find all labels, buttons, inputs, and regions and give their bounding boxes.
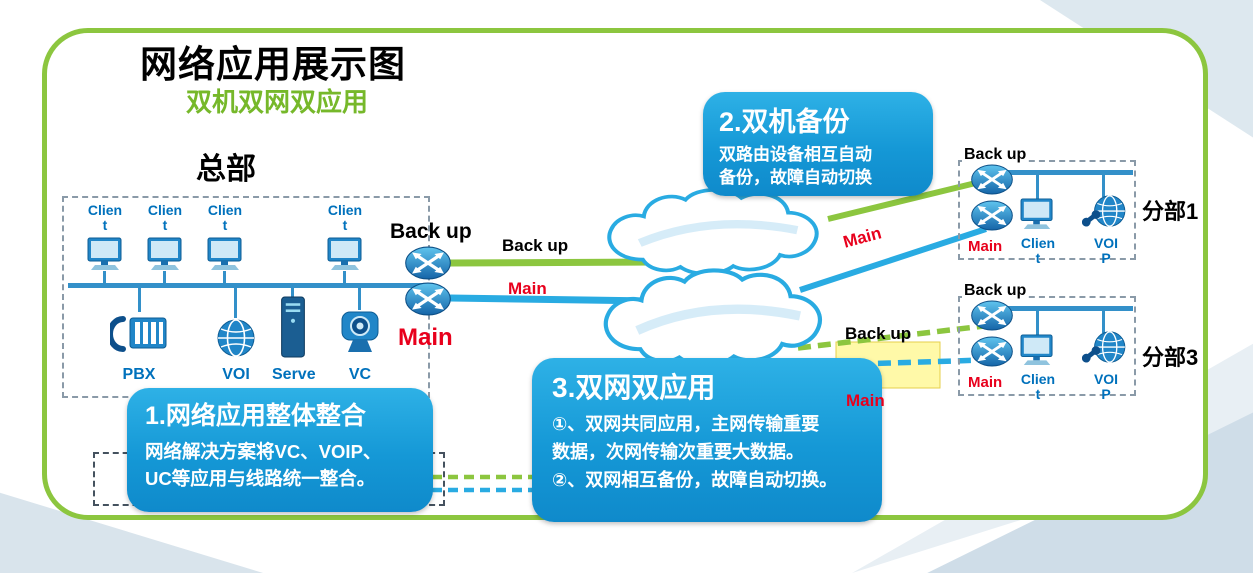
hq-backup-router-label: Back up [390, 220, 472, 243]
hq-main-line [449, 294, 651, 305]
branch3-voip-phone-icon [1081, 330, 1126, 366]
hq-backup-router-icon [404, 246, 452, 280]
branch3-main-router-label: Main [968, 374, 1003, 391]
branch3-main-router-icon [970, 336, 1014, 367]
page-title: 网络应用展示图 [140, 44, 406, 85]
headquarters-title: 总部 [196, 153, 256, 186]
hq-backup-line [449, 258, 656, 267]
server-label: Serve [272, 366, 316, 383]
branch1-client-computer-icon [1018, 198, 1056, 230]
branch1-main-line [799, 226, 987, 293]
backup-link-label: Back up [502, 236, 569, 255]
hq-lan-bus [68, 283, 424, 288]
cloud-shape [594, 186, 838, 278]
callout-1-integration: 1.网络应用整体整合 网络解决方案将VC、VOIP、 UC等应用与线路统一整合。 [127, 388, 433, 512]
branch3-lan-bus [993, 306, 1133, 311]
branch1-box [958, 160, 1136, 260]
callout-title: 1.网络应用整体整合 [145, 402, 366, 430]
branch1-main-router-label: Main [968, 238, 1003, 255]
branch3-backup-dashed-line [797, 323, 985, 351]
connector-line [138, 288, 141, 312]
main-link-label: Main [508, 279, 547, 298]
pbx-label: PBX [122, 366, 156, 383]
connector-line [291, 288, 294, 298]
branch1-name: 分部1 [1142, 199, 1199, 224]
connector-line [1102, 175, 1105, 197]
connector-line [223, 271, 226, 285]
branch3-client-computer-icon [1018, 334, 1056, 366]
callout-2-dual-router-backup: 2.双机备份 双路由设备相互自动 备份，故障自动切换 [703, 92, 933, 196]
branch1-backup-label: Back up [962, 146, 1029, 164]
video-camera-icon [336, 310, 384, 354]
client-computer-icon [85, 237, 125, 271]
branch3-backup-router-icon [970, 300, 1014, 331]
voip-label: VOI [222, 366, 250, 383]
connector-line [358, 288, 361, 310]
branch3-name: 分部3 [1142, 345, 1199, 370]
callout-title: 2.双机备份 [719, 107, 850, 137]
client-computer-icon [145, 237, 185, 271]
vc-label: VC [348, 366, 372, 383]
connector-line [234, 288, 237, 318]
connector-line [343, 271, 346, 285]
connector-line [1102, 311, 1105, 333]
hq-main-router-label: Main [398, 324, 453, 351]
connector-line [1036, 175, 1039, 199]
client-computer-icon [325, 237, 365, 271]
callout-3-dual-network: 3.双网双应用 ①、双网共同应用，主网传输重要 数据，次网传输次重要大数据。 ②… [532, 358, 882, 522]
branch3-backup-link-label: Back up [845, 324, 912, 343]
branch1-voip-phone-icon [1081, 194, 1126, 230]
branch1-backup-router-icon [970, 164, 1014, 195]
branch1-main-router-icon [970, 200, 1014, 231]
callout-title: 3.双网双应用 [552, 372, 716, 403]
server-icon [279, 296, 307, 358]
client-computer-icon [205, 237, 245, 271]
main-core-cloud: Fnet Main Core [590, 266, 842, 370]
branch3-main-link-label: Main [846, 391, 885, 410]
branch1-lan-bus [993, 170, 1133, 175]
branch3-box [958, 296, 1136, 396]
page-subtitle: 双机双网双应用 [186, 87, 369, 117]
cloud-shape [590, 266, 842, 370]
connector-line [163, 271, 166, 285]
branch3-backup-label: Back up [962, 282, 1029, 300]
voip-globe-icon [216, 318, 256, 358]
connector-line [1036, 311, 1039, 335]
connector-line [103, 271, 106, 285]
hq-main-router-icon [404, 282, 452, 316]
backup-core-cloud: Fnet Back up Core [594, 186, 838, 278]
pbx-icon [107, 312, 168, 356]
